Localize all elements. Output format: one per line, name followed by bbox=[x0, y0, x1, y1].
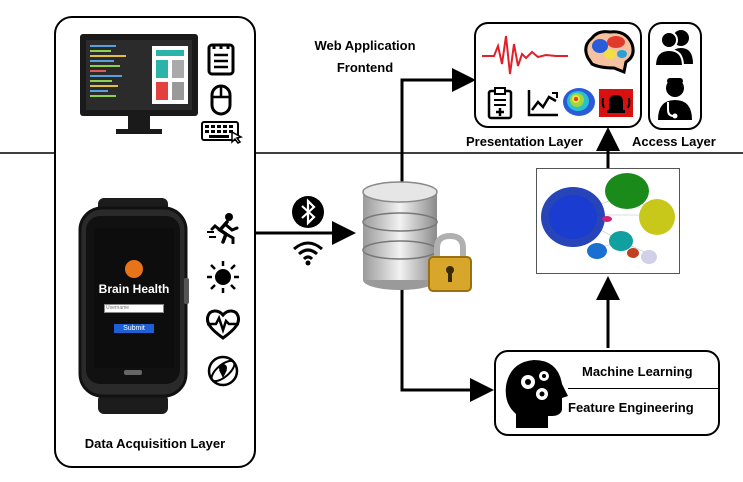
keyboard-icon bbox=[201, 121, 244, 144]
padlock-icon bbox=[428, 232, 472, 292]
arrow-db-to-frontend bbox=[400, 68, 476, 183]
data-acquisition-box: Brain Health Submit Data Acquisition Lay… bbox=[54, 16, 256, 468]
watch-screen: Brain Health Submit bbox=[94, 228, 174, 368]
wifi-icon bbox=[293, 241, 323, 266]
watch-app-icon bbox=[125, 260, 143, 278]
orbit-location-icon bbox=[207, 355, 239, 387]
running-person-icon bbox=[207, 213, 239, 244]
medical-clipboard-icon bbox=[487, 87, 513, 120]
trend-chart-icon bbox=[527, 90, 558, 117]
heatmap-blob-icon bbox=[563, 88, 595, 116]
bluetooth-icon bbox=[292, 196, 324, 228]
watch-submit-button[interactable]: Submit bbox=[114, 324, 154, 333]
brain-heatmap-icon bbox=[584, 30, 635, 75]
presentation-layer-label: Presentation Layer bbox=[466, 134, 584, 149]
database-icon bbox=[362, 181, 438, 290]
feature-engineering-label: Feature Engineering bbox=[568, 400, 694, 415]
web-app-label-line2: Frontend bbox=[336, 60, 394, 75]
notepad-icon bbox=[207, 43, 235, 76]
eeg-waveform-icon bbox=[482, 35, 568, 75]
arrow-db-to-ml bbox=[400, 287, 494, 402]
mouse-icon bbox=[210, 84, 232, 116]
watch-username-field[interactable] bbox=[104, 303, 164, 313]
web-app-label-line1: Web Application bbox=[314, 38, 416, 53]
presentation-layer-box bbox=[474, 22, 642, 128]
access-layer-label: Access Layer bbox=[632, 134, 716, 149]
machine-learning-label: Machine Learning bbox=[582, 364, 693, 379]
users-icon bbox=[653, 30, 693, 67]
heart-rate-icon bbox=[205, 309, 241, 340]
head-gears-icon bbox=[505, 360, 568, 428]
desktop-monitor-icon bbox=[80, 34, 198, 134]
sun-icon bbox=[207, 261, 239, 293]
network-graph-icon bbox=[536, 168, 680, 274]
watch-app-title: Brain Health bbox=[98, 282, 170, 296]
access-layer-box bbox=[648, 22, 702, 130]
ml-divider bbox=[568, 388, 718, 389]
alarm-icon bbox=[599, 89, 633, 117]
ml-feature-box: Machine Learning Feature Engineering bbox=[494, 350, 720, 436]
doctor-icon bbox=[658, 78, 692, 120]
data-acquisition-label: Data Acquisition Layer bbox=[84, 436, 226, 451]
